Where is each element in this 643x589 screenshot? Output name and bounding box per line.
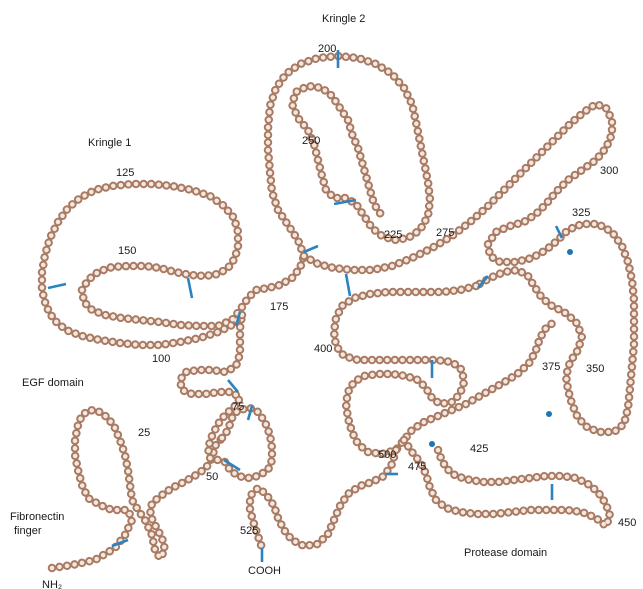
c-terminus-label: COOH — [248, 565, 281, 577]
n-terminus-label: NH₂ — [42, 579, 62, 589]
region-label-protease: Protease domain — [464, 547, 547, 559]
region-label-kringle-1: Kringle 1 — [88, 137, 131, 149]
disulfide-bond — [188, 278, 192, 298]
chain-protease-upper — [334, 286, 554, 454]
active-site-dot — [429, 441, 435, 447]
residue-number: 125 — [116, 167, 134, 179]
residue-number: 450 — [618, 517, 636, 529]
disulfide-bond — [48, 284, 66, 288]
chain-kringle-1 — [42, 184, 304, 345]
residue-number: 375 — [542, 361, 560, 373]
chain-kringle-2 — [268, 56, 430, 256]
residue-number: 350 — [586, 363, 604, 375]
residue-number: 475 — [408, 461, 426, 473]
residue-number: 175 — [270, 301, 288, 313]
residue-number: 425 — [470, 443, 488, 455]
residue-number: 75 — [232, 401, 244, 413]
region-label-kringle-2: Kringle 2 — [322, 13, 365, 25]
residue-number: 250 — [302, 135, 320, 147]
residue-number: 325 — [572, 207, 590, 219]
residue-number: 300 — [600, 165, 618, 177]
active-site-dots — [429, 249, 573, 447]
residue-number: 150 — [118, 245, 136, 257]
active-site-dot — [567, 249, 573, 255]
residue-number: 50 — [206, 471, 218, 483]
region-label-egf: EGF domain — [22, 377, 84, 389]
disulfide-bond — [346, 274, 350, 296]
residue-number: 400 — [314, 343, 332, 355]
residue-number: 500 — [378, 449, 396, 461]
disulfide-bond — [304, 246, 318, 252]
residue-number: 200 — [318, 43, 336, 55]
active-site-dot — [546, 411, 552, 417]
region-label-fibronectin: Fibronectin — [10, 511, 64, 523]
residue-chains — [42, 56, 634, 568]
residue-number: 25 — [138, 427, 150, 439]
residue-number: 525 — [240, 525, 258, 537]
residue-number: 225 — [384, 229, 402, 241]
region-label-finger: finger — [14, 525, 42, 537]
residue-number: 275 — [436, 227, 454, 239]
residue-number: 100 — [152, 353, 170, 365]
